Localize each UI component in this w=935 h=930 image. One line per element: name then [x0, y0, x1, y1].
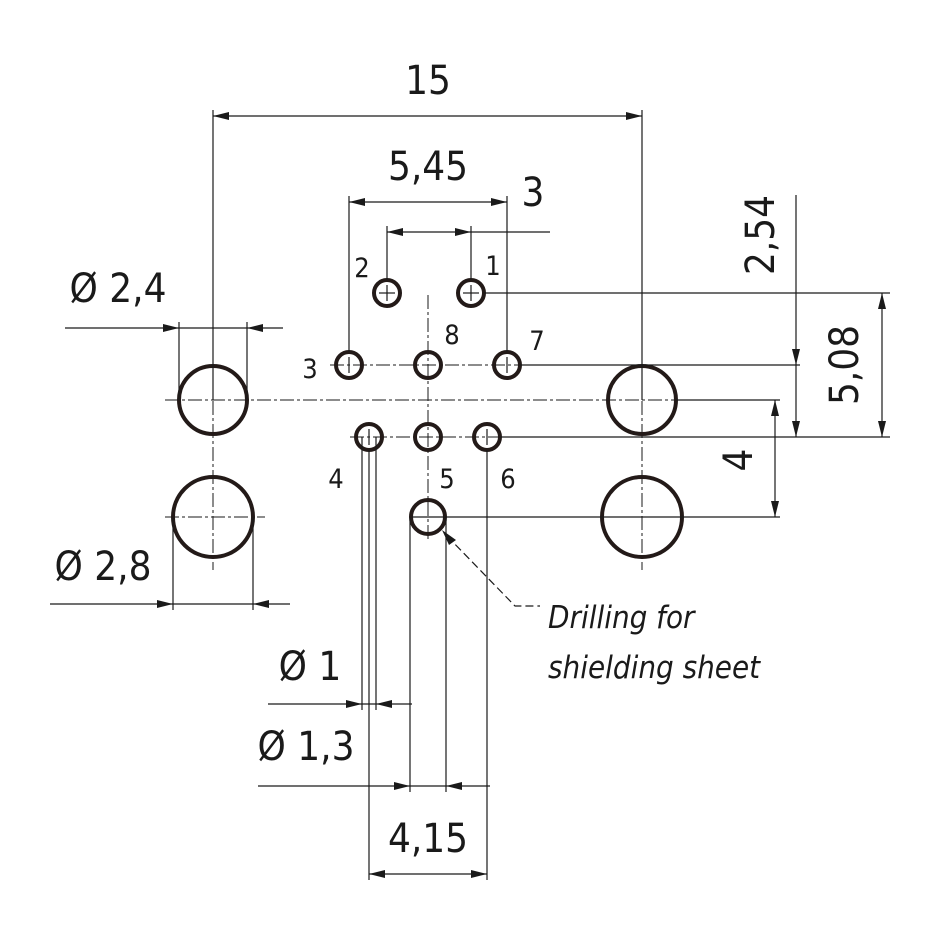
dim-pin-pitch: 3: [522, 170, 545, 216]
dim-254-arrow-top: [792, 349, 800, 365]
dim-545-arrow-right: [491, 198, 507, 206]
dim-overall-width: 15: [405, 58, 451, 104]
dim-vertical-pitch-large: 5,08: [822, 325, 868, 405]
dim-545-arrow-left: [349, 198, 365, 206]
dim-15-arrow-right: [626, 112, 642, 120]
dim-outer-pin-span: 5,45: [388, 144, 468, 190]
dim-508-arrow-top: [878, 293, 886, 309]
pin-label-5: 5: [439, 464, 454, 495]
dim-d24-arrow-right: [247, 324, 263, 332]
pin-hole-5: [413, 422, 443, 452]
dim-d28-arrow-left: [157, 600, 173, 608]
dim-15-arrow-left: [213, 112, 229, 120]
dim-d1-arrow-right: [376, 700, 392, 708]
pin-center-marks: [348, 285, 508, 518]
dim-415-arrow-right: [471, 870, 487, 878]
pin-label-2: 2: [354, 253, 369, 284]
dim-d28-arrow-right: [253, 600, 269, 608]
pin-label-8: 8: [444, 320, 459, 351]
pin-label-1: 1: [485, 251, 500, 282]
pin-label-4: 4: [328, 464, 343, 495]
dim-d13-arrow-left: [394, 782, 410, 790]
dim-4-arrow-bottom: [771, 501, 779, 517]
dim-d13-arrow-right: [446, 782, 462, 790]
note-line-2: shielding sheet: [548, 650, 761, 686]
dim-d24-arrow-left: [163, 324, 179, 332]
dim-254-arrow-bottom: [792, 421, 800, 437]
dim-3-arrow-right: [455, 228, 471, 236]
pin-hole-8: [413, 350, 443, 380]
dim-mount-hole-small-dia: Ø 2,4: [70, 266, 167, 312]
pin-label-3: 3: [302, 354, 317, 385]
note-leader-line: [446, 535, 540, 607]
pin-label-7: 7: [529, 326, 544, 357]
dim-415-arrow-left: [369, 870, 385, 878]
dim-bottom-span: 4,15: [388, 816, 468, 862]
dim-vertical-pitch-small: 2,54: [738, 195, 784, 275]
dim-mount-hole-large-dia: Ø 2,8: [55, 544, 152, 590]
dim-shield-offset: 4: [716, 449, 762, 472]
pin-label-6: 6: [500, 464, 515, 495]
dim-shield-hole-dia: Ø 1,3: [258, 724, 355, 770]
dim-d1-arrow-left: [346, 700, 362, 708]
dim-3-arrow-left: [387, 228, 403, 236]
note-line-1: Drilling for: [548, 600, 696, 636]
dim-pin-hole-dia: Ø 1: [279, 644, 342, 690]
dim-4-arrow-top: [771, 400, 779, 416]
dim-508-arrow-bottom: [878, 421, 886, 437]
